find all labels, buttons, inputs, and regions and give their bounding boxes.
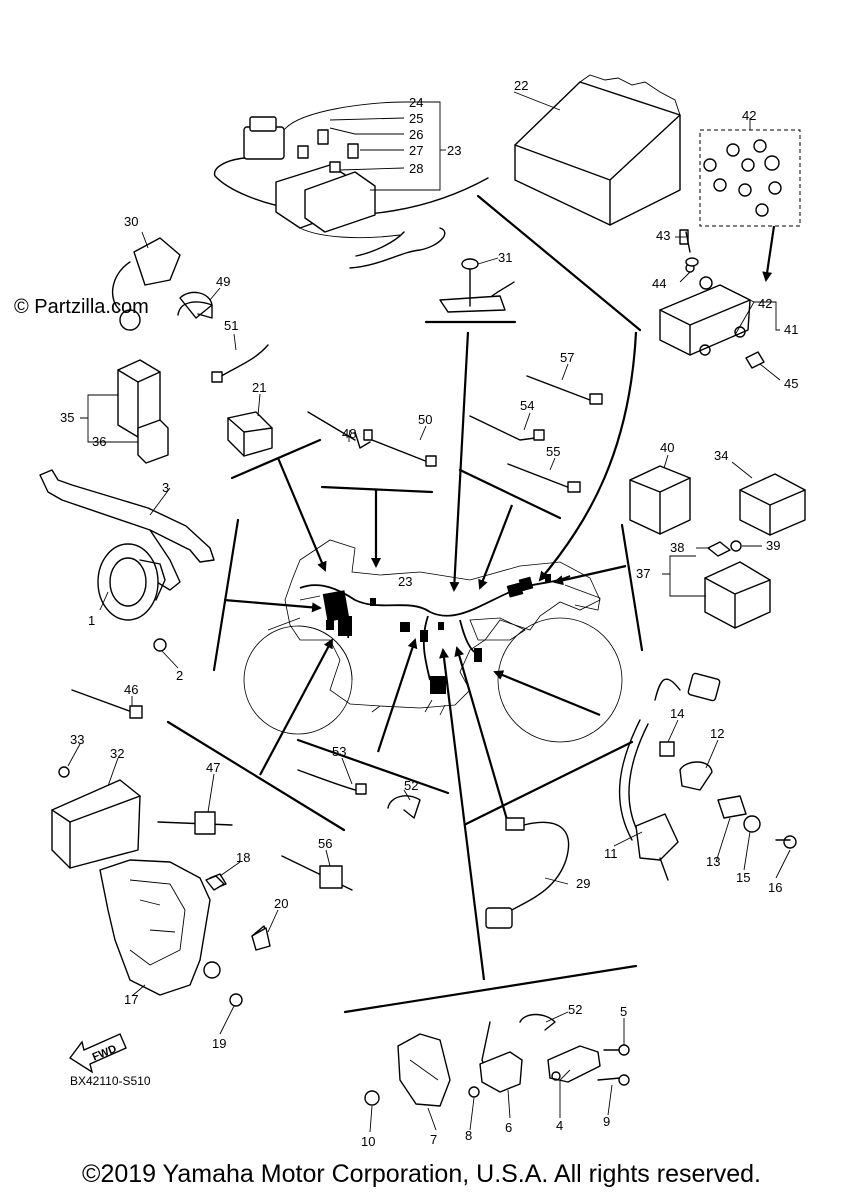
part-label-30: 30 <box>124 214 138 229</box>
cable-ties <box>71 344 603 891</box>
battery <box>514 74 681 226</box>
part-label-2: 2 <box>176 668 183 683</box>
clamps <box>177 301 556 1031</box>
copyright-notice: ©2019 Yamaha Motor Corporation, U.S.A. A… <box>82 1160 761 1188</box>
oxygen-sensor <box>485 817 570 929</box>
part-label-5: 5 <box>620 1004 627 1019</box>
part-label-43: 43 <box>656 228 670 243</box>
part-label-19: 19 <box>212 1036 226 1051</box>
part-label-46: 46 <box>124 682 138 697</box>
forward-arrow-icon: FWD <box>68 1033 127 1074</box>
part-label-23a: 23 <box>447 143 461 158</box>
part-label-24: 24 <box>409 95 423 110</box>
part-label-22: 22 <box>514 78 528 93</box>
part-label-16: 16 <box>768 880 782 895</box>
part-label-17: 17 <box>124 992 138 1007</box>
location-pointers <box>223 331 638 981</box>
leader-lines <box>67 91 791 1133</box>
part-label-42b: 42 <box>758 296 772 311</box>
part-label-54: 54 <box>520 398 534 413</box>
part-label-32: 32 <box>110 746 124 761</box>
part-label-44: 44 <box>652 276 666 291</box>
fuse-box-subharness <box>213 116 489 269</box>
part-label-20: 20 <box>274 896 288 911</box>
part-label-39: 39 <box>766 538 780 553</box>
main-harness-on-bike <box>299 574 571 694</box>
part-label-23b: 23 <box>398 574 412 589</box>
pickup-sensor-assembly <box>618 672 797 881</box>
part-label-47: 47 <box>206 760 220 775</box>
motorcycle-outline <box>243 539 623 743</box>
part-label-15: 15 <box>736 870 750 885</box>
control-unit <box>659 229 765 369</box>
part-label-51: 51 <box>224 318 238 333</box>
part-label-37: 37 <box>636 566 650 581</box>
part-label-29: 29 <box>576 876 590 891</box>
part-label-11: 11 <box>604 846 618 861</box>
partzilla-watermark: © Partzilla.com <box>14 296 149 318</box>
part-label-42a: 42 <box>742 108 756 123</box>
part-label-4: 4 <box>556 1118 563 1133</box>
part-label-7: 7 <box>430 1132 437 1147</box>
part-label-18: 18 <box>236 850 250 865</box>
part-label-41: 41 <box>784 322 798 337</box>
sensor-connector <box>111 237 213 331</box>
part-label-14: 14 <box>670 706 684 721</box>
part-label-12: 12 <box>710 726 724 741</box>
part-label-49: 49 <box>216 274 230 289</box>
part-label-40: 40 <box>660 440 674 455</box>
part-label-31: 31 <box>498 250 512 265</box>
part-label-36: 36 <box>92 434 106 449</box>
part-label-57: 57 <box>560 350 574 365</box>
part-number-labels: 1 2 3 4 5 6 7 8 9 10 11 12 13 14 15 16 1… <box>60 78 798 1149</box>
part-label-52a: 52 <box>404 778 418 793</box>
part-label-55: 55 <box>546 444 560 459</box>
part-label-28: 28 <box>409 161 423 176</box>
relay-units <box>629 465 806 629</box>
part-label-35: 35 <box>60 410 74 425</box>
part-label-38: 38 <box>670 540 684 555</box>
part-label-33: 33 <box>70 732 84 747</box>
part-label-27: 27 <box>409 143 423 158</box>
mounting-bracket <box>99 859 269 1007</box>
drawing-code: BX42110-S510 <box>70 1074 151 1088</box>
part-label-34: 34 <box>714 448 728 463</box>
part-label-1: 1 <box>88 613 95 628</box>
fuse-kit-box <box>699 129 801 282</box>
part-label-56: 56 <box>318 836 332 851</box>
part-label-48: 48 <box>342 426 356 441</box>
horn-bracket-assembly <box>39 469 215 652</box>
part-label-53: 53 <box>332 744 346 759</box>
part-label-26: 26 <box>409 127 423 142</box>
part-label-25: 25 <box>409 111 423 126</box>
part-label-6: 6 <box>505 1120 512 1135</box>
part-label-13: 13 <box>706 854 720 869</box>
part-label-21: 21 <box>252 380 266 395</box>
part-label-10: 10 <box>361 1134 375 1149</box>
fasteners <box>205 231 699 951</box>
part-label-45: 45 <box>784 376 798 391</box>
relay-assembly <box>117 359 169 464</box>
part-label-9: 9 <box>603 1114 610 1129</box>
group-separators <box>166 194 644 1014</box>
rectifier-regulator <box>51 766 141 869</box>
speed-sensor-assembly <box>364 1021 630 1107</box>
part-label-52b: 52 <box>568 1002 582 1017</box>
part-label-8: 8 <box>465 1128 472 1143</box>
part-label-50: 50 <box>418 412 432 427</box>
part-label-3: 3 <box>162 480 169 495</box>
